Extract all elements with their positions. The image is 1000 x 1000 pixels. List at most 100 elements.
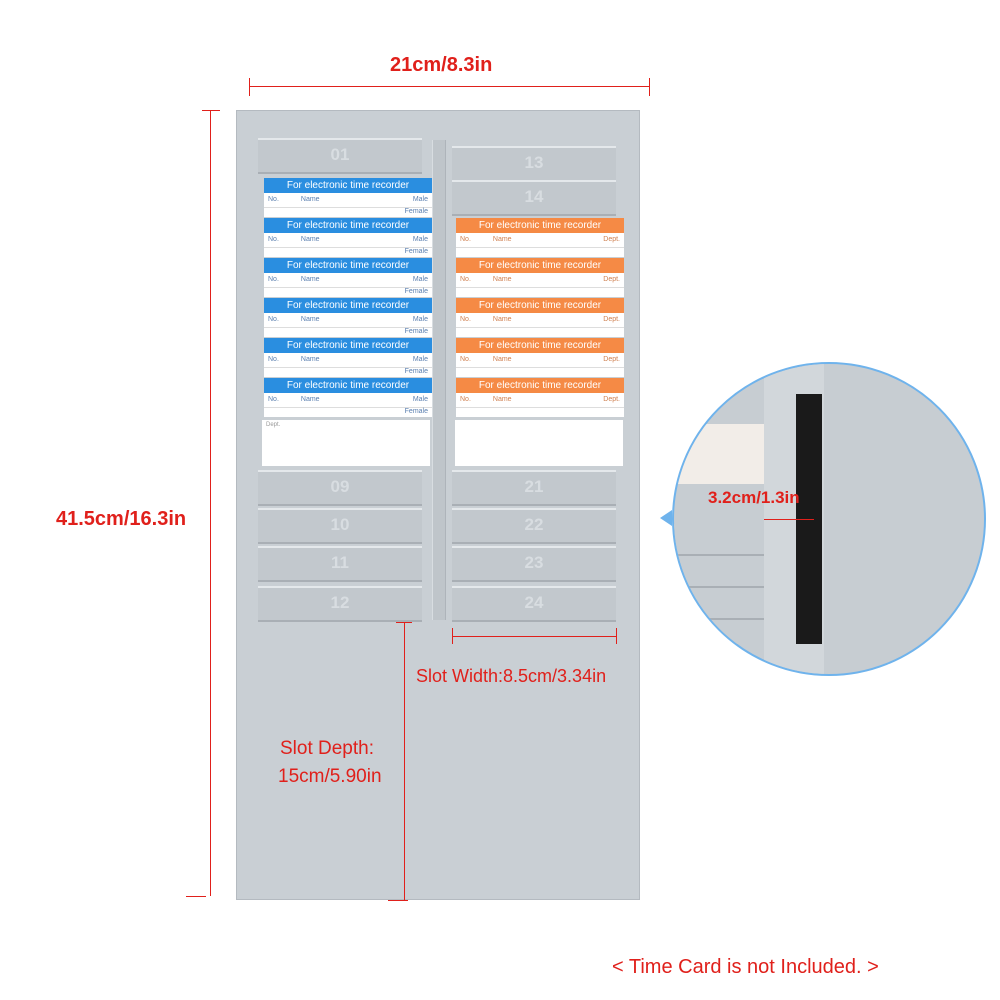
width-tick-right xyxy=(649,78,650,96)
name-label: Name xyxy=(300,236,320,243)
slot-width-tick-left xyxy=(452,628,453,644)
rail-slot-lines xyxy=(674,524,764,644)
no-label: No. xyxy=(268,196,279,203)
slot-24: 24 xyxy=(452,586,616,622)
slot-23: 23 xyxy=(452,546,616,582)
card-header: For electronic time recorder xyxy=(456,338,624,353)
no-label: No. xyxy=(268,316,279,323)
rail-depth-line xyxy=(764,519,814,520)
card-header: For electronic time recorder xyxy=(264,218,432,233)
no-label: No. xyxy=(268,396,279,403)
no-label: No. xyxy=(460,356,471,363)
width-tick-left xyxy=(249,78,250,96)
slot-depth-tick-bottom xyxy=(388,900,408,901)
dept-label: Dept. xyxy=(266,422,281,428)
name-label: Name xyxy=(300,396,320,403)
dept-label: Dept. xyxy=(603,316,620,323)
height-tick-bottom xyxy=(186,896,206,897)
no-label: No. xyxy=(268,236,279,243)
card-header: For electronic time recorder xyxy=(264,338,432,353)
name-label: Name xyxy=(300,276,320,283)
card-header: For electronic time recorder xyxy=(456,218,624,233)
female-label: Female xyxy=(404,368,428,375)
slot-depth-tick-top xyxy=(396,622,412,623)
male-label: Male xyxy=(412,356,428,363)
name-label: Name xyxy=(492,276,512,283)
female-label: Female xyxy=(404,208,428,215)
card-header: For electronic time recorder xyxy=(456,378,624,393)
name-label: Name xyxy=(492,236,512,243)
width-dimension-line xyxy=(249,86,649,87)
slot-width-line xyxy=(452,636,616,637)
blue-card-footer: Dept. xyxy=(262,420,430,466)
slot-09: 09 xyxy=(258,470,422,506)
slot-depth-line xyxy=(404,622,405,900)
slot-width-tick-right xyxy=(616,628,617,644)
no-label: No. xyxy=(460,396,471,403)
width-label: 21cm/8.3in xyxy=(390,54,493,76)
male-label: Male xyxy=(412,396,428,403)
height-tick-top xyxy=(202,110,220,111)
dept-label: Dept. xyxy=(603,236,620,243)
not-included-note: < Time Card is not Included. > xyxy=(612,956,879,978)
name-label: Name xyxy=(300,316,320,323)
female-label: Female xyxy=(404,248,428,255)
height-label: 41.5cm/16.3in xyxy=(56,508,187,530)
dept-label: Dept. xyxy=(603,396,620,403)
card-header: For electronic time recorder xyxy=(456,258,624,273)
card-header: For electronic time recorder xyxy=(264,298,432,313)
slot-12: 12 xyxy=(258,586,422,622)
no-label: No. xyxy=(460,236,471,243)
dept-label: Dept. xyxy=(603,356,620,363)
no-label: No. xyxy=(268,356,279,363)
female-label: Female xyxy=(404,288,428,295)
slot-11: 11 xyxy=(258,546,422,582)
no-label: No. xyxy=(268,276,279,283)
rail-detail-inset: 3.2cm/1.3in xyxy=(672,362,986,676)
card-edge xyxy=(674,424,764,484)
male-label: Male xyxy=(412,196,428,203)
male-label: Male xyxy=(412,276,428,283)
female-label: Female xyxy=(404,408,428,415)
rail-depth-label: 3.2cm/1.3in xyxy=(708,488,800,507)
male-label: Male xyxy=(412,236,428,243)
slot-10: 10 xyxy=(258,508,422,544)
slot-22: 22 xyxy=(452,508,616,544)
orange-card-footer xyxy=(455,420,623,466)
name-label: Name xyxy=(492,356,512,363)
height-dimension-line xyxy=(210,110,211,896)
inset-pointer xyxy=(660,510,672,526)
card-header: For electronic time recorder xyxy=(264,378,432,393)
slot-depth-label-1: Slot Depth: xyxy=(280,738,374,759)
no-label: No. xyxy=(460,276,471,283)
female-label: Female xyxy=(404,328,428,335)
no-label: No. xyxy=(460,316,471,323)
slot-01: 01 xyxy=(258,138,422,174)
name-label: Name xyxy=(492,396,512,403)
dept-label: Dept. xyxy=(603,276,620,283)
name-label: Name xyxy=(492,316,512,323)
slot-14: 14 xyxy=(452,180,616,216)
card-header: For electronic time recorder xyxy=(264,178,432,193)
slot-13: 13 xyxy=(452,146,616,182)
name-label: Name xyxy=(300,356,320,363)
name-label: Name xyxy=(300,196,320,203)
center-divider xyxy=(432,140,446,620)
slot-depth-label-2: 15cm/5.90in xyxy=(278,766,382,787)
male-label: Male xyxy=(412,316,428,323)
card-header: For electronic time recorder xyxy=(456,298,624,313)
card-header: For electronic time recorder xyxy=(264,258,432,273)
slot-21: 21 xyxy=(452,470,616,506)
slot-width-label: Slot Width:8.5cm/3.34in xyxy=(416,666,607,686)
